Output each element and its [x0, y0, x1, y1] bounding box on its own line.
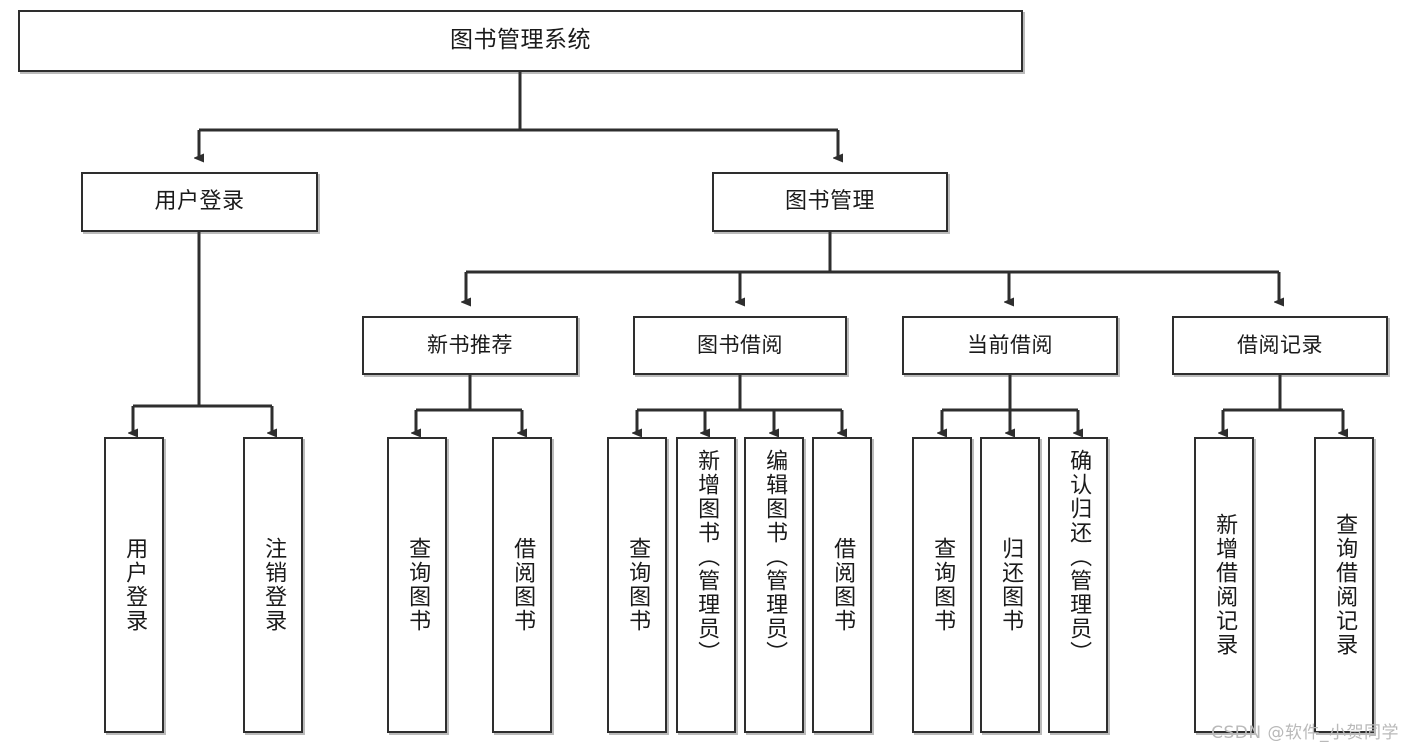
- node-book-management[interactable]: 图书管理: [712, 172, 948, 232]
- leaf-borrow-record-add[interactable]: 新增借阅记录: [1194, 437, 1254, 733]
- leaf-current-borrow-query[interactable]: 查询图书: [912, 437, 972, 733]
- node-label: 借阅记录: [1237, 333, 1323, 358]
- node-label: 图书管理系统: [450, 27, 591, 54]
- node-label: 查询图书: [930, 537, 956, 633]
- leaf-book-borrow-borrow[interactable]: 借阅图书: [812, 437, 872, 733]
- node-label: 编辑图书（管理员）: [762, 449, 788, 665]
- node-book-borrow[interactable]: 图书借阅: [633, 316, 847, 375]
- leaf-user-login-login[interactable]: 用户登录: [104, 437, 164, 733]
- node-label: 用户登录: [122, 537, 148, 633]
- csdn-watermark: CSDN @软件_小贺同学: [1211, 723, 1399, 743]
- node-current-borrow[interactable]: 当前借阅: [902, 316, 1118, 375]
- leaf-book-borrow-edit[interactable]: 编辑图书（管理员）: [744, 437, 804, 733]
- node-label: 归还图书: [998, 537, 1024, 633]
- node-label: 新增借阅记录: [1212, 513, 1238, 657]
- leaf-book-borrow-query[interactable]: 查询图书: [607, 437, 667, 733]
- node-label: 查询图书: [405, 537, 431, 633]
- node-label: 图书借阅: [697, 333, 783, 358]
- node-label: 借阅图书: [830, 537, 856, 633]
- leaf-borrow-record-query[interactable]: 查询借阅记录: [1314, 437, 1374, 733]
- node-root-system[interactable]: 图书管理系统: [18, 10, 1023, 72]
- node-label: 新增图书（管理员）: [694, 449, 720, 665]
- node-label: 确认归还（管理员）: [1066, 449, 1092, 665]
- node-new-book-recommend[interactable]: 新书推荐: [362, 316, 578, 375]
- node-label: 查询图书: [625, 537, 651, 633]
- node-label: 新书推荐: [427, 333, 513, 358]
- node-label: 注销登录: [261, 537, 287, 633]
- leaf-book-borrow-add[interactable]: 新增图书（管理员）: [676, 437, 736, 733]
- leaf-new-book-borrow[interactable]: 借阅图书: [492, 437, 552, 733]
- node-label: 用户登录: [154, 189, 245, 215]
- leaf-new-book-query[interactable]: 查询图书: [387, 437, 447, 733]
- node-user-login[interactable]: 用户登录: [81, 172, 318, 232]
- node-label: 当前借阅: [967, 333, 1053, 358]
- node-borrow-record[interactable]: 借阅记录: [1172, 316, 1388, 375]
- node-label: 图书管理: [784, 189, 875, 215]
- leaf-current-borrow-return[interactable]: 归还图书: [980, 437, 1040, 733]
- leaf-current-borrow-confirm-return[interactable]: 确认归还（管理员）: [1048, 437, 1108, 733]
- node-label: 查询借阅记录: [1332, 513, 1358, 657]
- node-label: 借阅图书: [510, 537, 536, 633]
- leaf-user-login-logout[interactable]: 注销登录: [243, 437, 303, 733]
